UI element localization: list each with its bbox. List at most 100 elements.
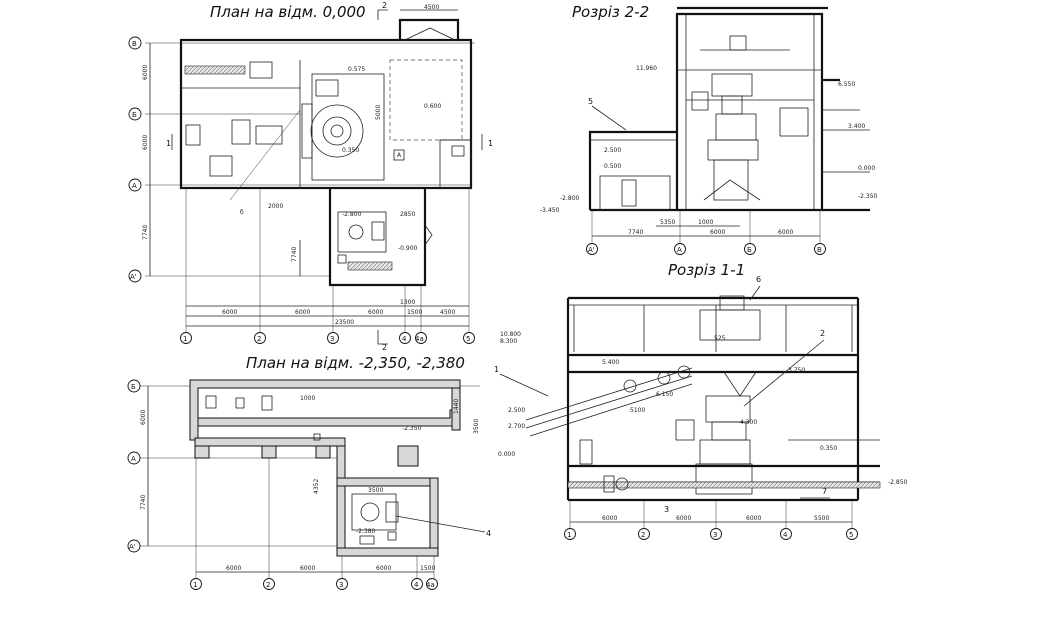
svg-text:2850: 2850 — [400, 211, 415, 218]
svg-text:1: 1 — [183, 335, 187, 343]
plan-top-title: План на відм. 0,000 — [210, 3, 366, 21]
svg-text:4: 4 — [402, 335, 407, 343]
svg-text:7740: 7740 — [142, 225, 149, 240]
svg-text:6: 6 — [756, 275, 761, 284]
svg-text:4: 4 — [414, 581, 419, 589]
svg-text:А': А' — [588, 246, 595, 254]
section-22-axes: А' А Б В — [586, 243, 826, 255]
svg-text:А': А' — [129, 543, 136, 551]
svg-text:Б: Б — [132, 111, 137, 119]
svg-text:2: 2 — [257, 335, 261, 343]
svg-text:3: 3 — [339, 581, 343, 589]
svg-text:А': А' — [130, 273, 137, 281]
svg-text:0.575: 0.575 — [348, 66, 365, 73]
svg-text:6000: 6000 — [778, 229, 793, 236]
svg-text:А: А — [397, 152, 402, 159]
section-11-axes: 1 2 3 4 5 — [564, 528, 858, 540]
svg-text:Б: Б — [131, 383, 136, 391]
svg-text:6000: 6000 — [368, 309, 383, 316]
svg-text:1000: 1000 — [300, 395, 315, 402]
svg-text:23500: 23500 — [335, 319, 354, 326]
svg-text:5: 5 — [849, 531, 853, 539]
svg-text:1500: 1500 — [407, 309, 422, 316]
svg-text:2: 2 — [820, 329, 825, 338]
svg-text:-2.350: -2.350 — [402, 425, 422, 432]
svg-text:3: 3 — [330, 335, 334, 343]
svg-text:4352: 4352 — [313, 479, 320, 494]
svg-text:-2.350: -2.350 — [858, 193, 878, 200]
svg-text:5: 5 — [588, 97, 593, 106]
plan-bottom-col-axes: 1 2 3 4 4а — [190, 578, 438, 590]
svg-text:7: 7 — [822, 487, 827, 496]
svg-text:8.300: 8.300 — [500, 338, 517, 345]
svg-text:5350: 5350 — [660, 219, 675, 226]
svg-text:-2.800: -2.800 — [342, 211, 362, 218]
svg-text:В: В — [817, 246, 822, 254]
svg-text:0.350: 0.350 — [342, 147, 359, 154]
plan-top-col-axes: 1 2 3 4 4а 5 — [180, 332, 475, 344]
svg-text:7740: 7740 — [628, 229, 643, 236]
svg-text:4: 4 — [486, 529, 491, 538]
svg-text:6000: 6000 — [746, 515, 761, 522]
svg-text:-0.900: -0.900 — [398, 245, 418, 252]
svg-text:0.500: 0.500 — [604, 163, 621, 170]
section-22: Розріз 2-2 5 11.960 6. — [540, 3, 878, 255]
svg-text:4500: 4500 — [440, 309, 455, 316]
svg-text:6.150: 6.150 — [656, 391, 673, 398]
svg-text:А: А — [132, 182, 137, 190]
svg-text:А: А — [677, 246, 682, 254]
svg-text:3500: 3500 — [473, 419, 480, 434]
svg-text:11.960: 11.960 — [636, 65, 657, 72]
svg-text:4а: 4а — [415, 335, 424, 343]
svg-text:1: 1 — [494, 365, 499, 374]
svg-text:1: 1 — [567, 531, 571, 539]
section-11: Розріз 1-1 6 1 2 — [494, 261, 908, 540]
svg-text:2: 2 — [641, 531, 645, 539]
svg-text:3: 3 — [664, 505, 669, 514]
svg-text:2: 2 — [382, 343, 387, 352]
svg-text:5.400: 5.400 — [602, 359, 619, 366]
svg-text:4а: 4а — [426, 581, 435, 589]
svg-text:6000: 6000 — [142, 135, 149, 150]
svg-text:6.550: 6.550 — [838, 81, 855, 88]
svg-text:4: 4 — [783, 531, 788, 539]
svg-text:3: 3 — [713, 531, 717, 539]
svg-text:1500: 1500 — [420, 565, 435, 572]
svg-text:1440: 1440 — [453, 399, 460, 414]
svg-text:1: 1 — [488, 139, 493, 148]
svg-text:0.000: 0.000 — [858, 165, 875, 172]
svg-text:5: 5 — [466, 335, 470, 343]
svg-text:5500: 5500 — [814, 515, 829, 522]
svg-text:В: В — [132, 40, 137, 48]
plan-bottom-row-axes: Б А А' — [127, 379, 141, 553]
svg-text:-2.380: -2.380 — [356, 528, 376, 535]
svg-text:4500: 4500 — [424, 4, 439, 11]
svg-text:-3.450: -3.450 — [540, 207, 560, 214]
svg-text:0.000: 0.000 — [498, 451, 515, 458]
svg-text:5000: 5000 — [375, 105, 382, 120]
svg-text:6000: 6000 — [602, 515, 617, 522]
svg-text:6000: 6000 — [140, 410, 147, 425]
svg-text:1: 1 — [193, 581, 197, 589]
svg-text:-2.850: -2.850 — [888, 479, 908, 486]
svg-text:6000: 6000 — [226, 565, 241, 572]
svg-text:4.300: 4.300 — [740, 419, 757, 426]
svg-text:А: А — [131, 455, 136, 463]
section-11-title: Розріз 1-1 — [668, 261, 745, 279]
plan-top: План на відм. 0,000 В Б А А' 6000 6000 7… — [128, 1, 493, 352]
svg-text:6000: 6000 — [222, 309, 237, 316]
svg-text:6000: 6000 — [676, 515, 691, 522]
svg-text:6000: 6000 — [376, 565, 391, 572]
svg-text:0.350: 0.350 — [820, 445, 837, 452]
svg-text:6000: 6000 — [142, 65, 149, 80]
svg-text:2000: 2000 — [268, 203, 283, 210]
svg-text:-2.800: -2.800 — [560, 195, 580, 202]
svg-text:2.700: 2.700 — [508, 423, 525, 430]
plan-bottom-title: План на відм. -2,350, -2,380 — [246, 354, 465, 372]
svg-text:б: б — [240, 209, 244, 216]
section-22-title: Розріз 2-2 — [572, 3, 649, 21]
svg-text:6000: 6000 — [300, 565, 315, 572]
svg-text:Б: Б — [747, 246, 752, 254]
svg-text:3500: 3500 — [368, 487, 383, 494]
svg-text:2.500: 2.500 — [508, 407, 525, 414]
